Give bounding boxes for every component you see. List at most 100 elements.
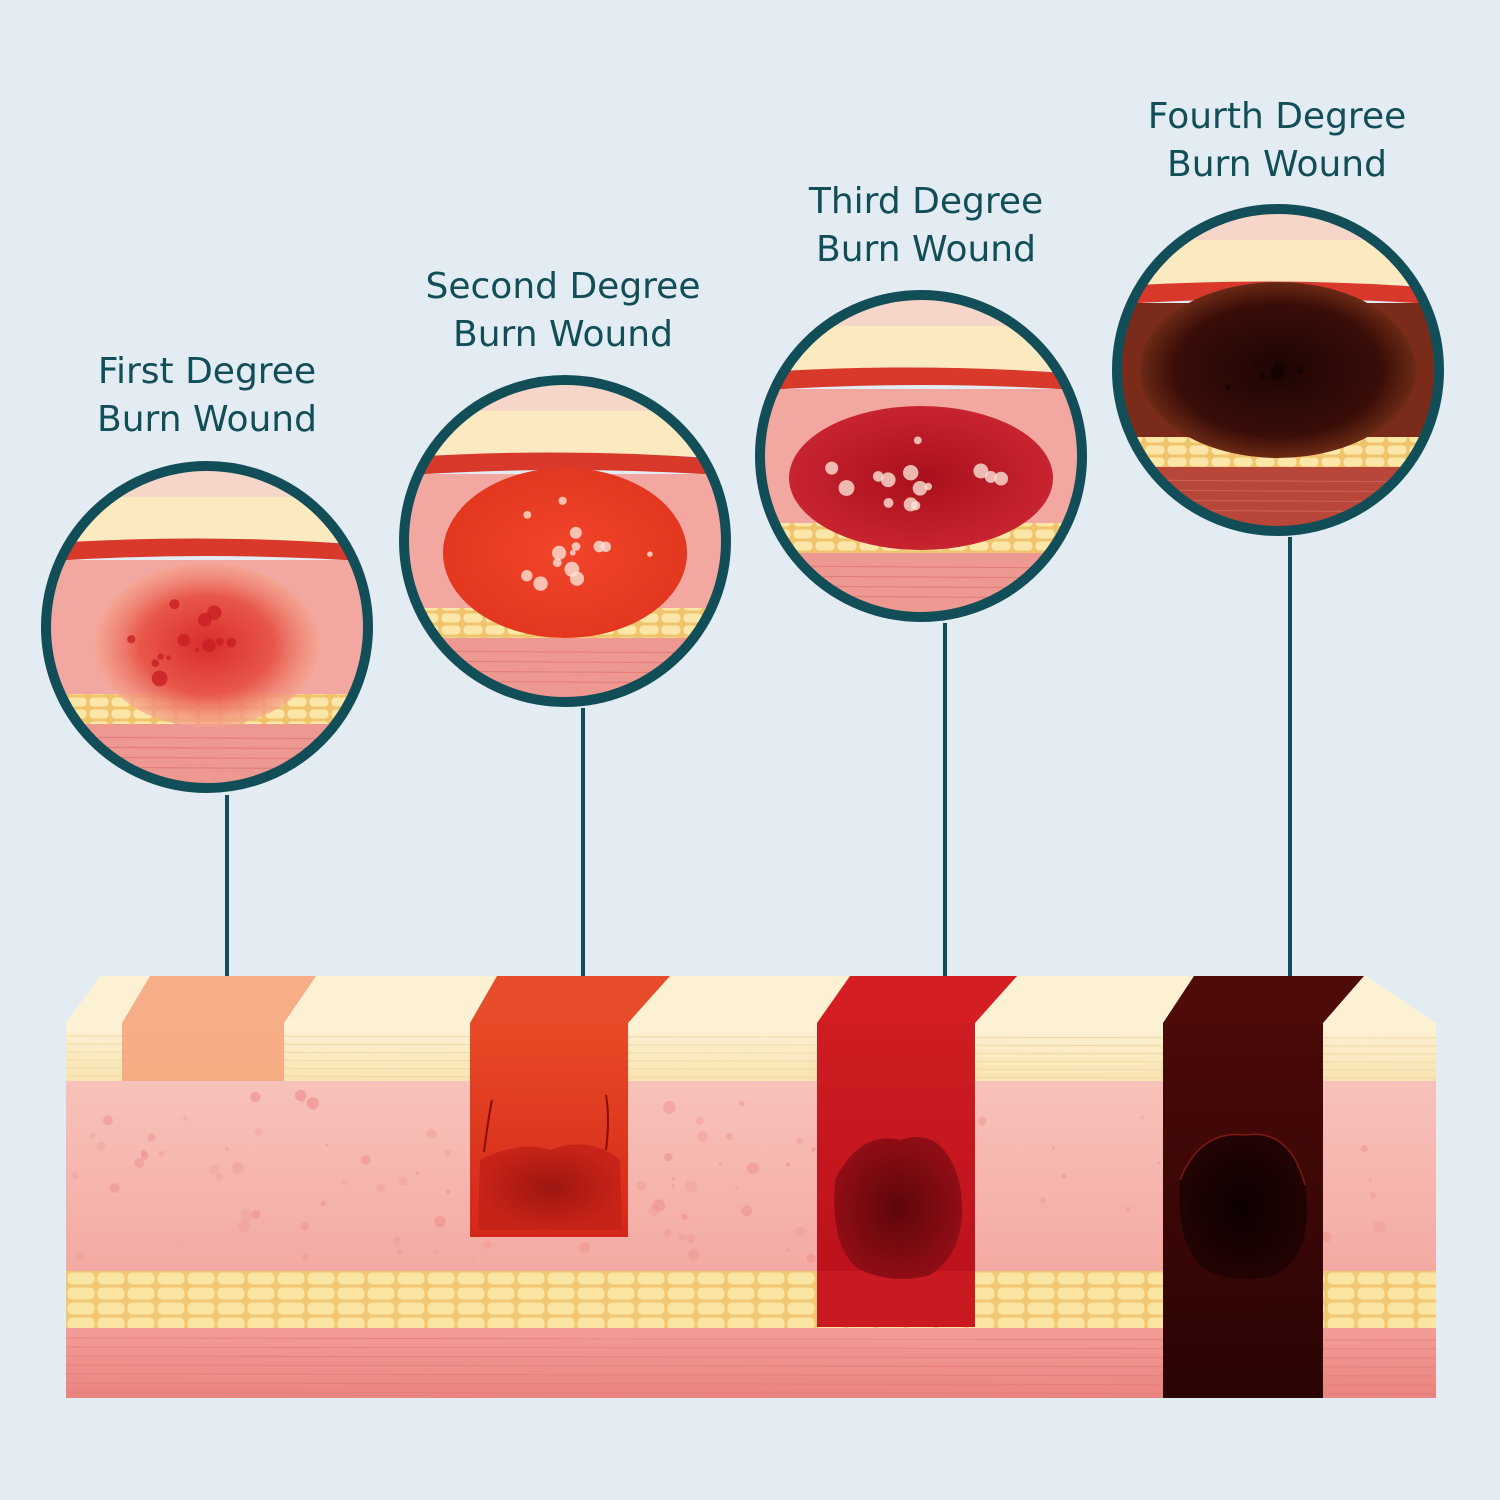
burn-column-third-fat [817, 1271, 975, 1327]
dermis-dot [91, 1133, 96, 1138]
dermis-dot [1061, 1173, 1067, 1179]
wound-texture-spot [883, 498, 894, 508]
dermis-dot [671, 1184, 675, 1188]
dermis-dot [102, 1115, 113, 1126]
dermis-dot [684, 1180, 697, 1193]
dermis-dot [71, 1171, 79, 1180]
dermis-dot [231, 1162, 245, 1175]
dermis-dot [739, 1100, 745, 1107]
dermis-dot [977, 1116, 987, 1126]
dermis-dot [147, 1133, 156, 1142]
wound-texture-spot [202, 638, 216, 653]
dermis-dot [1040, 1197, 1046, 1204]
dermis-dot [306, 1097, 320, 1110]
dermis-dot [320, 1200, 326, 1207]
burn-column-third-top [817, 976, 1017, 1023]
dermis-dot [444, 1150, 451, 1157]
burn-column-second-top [470, 976, 670, 1023]
wound-texture-spot [194, 647, 200, 653]
label-fourth-degree-line2: Burn Wound [1167, 144, 1387, 185]
dermis-dot [747, 1162, 759, 1175]
wound-texture-spot [872, 471, 884, 482]
dermis-dot [251, 1210, 261, 1219]
dermis-dot [140, 1149, 147, 1157]
label-third-degree-line1: Third Degree [808, 181, 1044, 222]
dermis-dot [786, 1248, 790, 1253]
crater-rim [1179, 1133, 1306, 1186]
wound-texture-spot [903, 465, 919, 481]
wound-texture-spot [169, 599, 180, 610]
wound-texture-spot [166, 655, 171, 660]
dermis-dot [811, 1147, 816, 1152]
dermis-dot [445, 1189, 451, 1194]
wound-texture-spot [558, 496, 567, 505]
dermis-dot [216, 1173, 224, 1181]
dermis-dot [579, 1241, 591, 1253]
magnified-view-ring [1112, 204, 1444, 536]
dermis-dot [664, 1153, 673, 1162]
wound-texture-spot [151, 670, 168, 687]
burn-column-first-top [122, 976, 316, 1023]
wound-texture-spot [994, 471, 1008, 486]
wound-texture-spot [564, 561, 580, 577]
dermis-dot [726, 1132, 733, 1140]
wound-texture-spot [647, 551, 653, 557]
wound-texture-spot [838, 480, 855, 496]
wound-texture-spot [825, 461, 839, 475]
magnified-view-ring [399, 375, 731, 707]
dermis-dot [295, 1089, 307, 1102]
wound-texture-spot [903, 497, 918, 512]
wound-texture-spot [197, 613, 212, 627]
wound-texture-spot [1259, 373, 1266, 380]
burn-crater-third [834, 1137, 962, 1279]
dermis-dot [735, 1185, 740, 1190]
burn-column-third [817, 976, 1017, 1327]
dermis-dot [325, 1143, 329, 1147]
dermis-dot [648, 1205, 660, 1216]
wound-texture-spot [569, 549, 576, 556]
dermis-dot [718, 1161, 722, 1165]
label-first-degree-line1: First Degree [97, 351, 317, 392]
burn-column-second [470, 976, 670, 1237]
dermis-dot [652, 1199, 666, 1212]
dermis-dot [785, 1162, 791, 1167]
dermis-dot [681, 1213, 688, 1221]
label-third-degree-line2: Burn Wound [816, 229, 1036, 270]
wound-texture-spot [226, 637, 237, 648]
magnified-view-second [399, 375, 731, 707]
wound-texture-spot [157, 653, 164, 660]
label-third-degree: Third Degree Burn Wound [736, 178, 1116, 274]
dermis-dot [686, 1234, 696, 1244]
dermis-dot [663, 1229, 672, 1238]
dermis-dot [209, 1164, 220, 1176]
burn-column-first [122, 976, 316, 1081]
dermis-dot [678, 1233, 687, 1242]
dermis-dot [254, 1128, 263, 1136]
layer-blood-vessel [760, 367, 1082, 391]
dermis-dot [1052, 1146, 1056, 1150]
dermis-dot [636, 1180, 646, 1191]
dermis-dot [177, 1238, 182, 1243]
dermis-dot [75, 1251, 85, 1261]
dermis-dot [663, 1101, 676, 1114]
dermis-dot [397, 1248, 403, 1255]
wound-texture-spot [571, 542, 581, 551]
dermis-dot [1156, 1161, 1161, 1165]
label-second-degree-line2: Burn Wound [453, 314, 673, 355]
wound-texture-spot [177, 633, 191, 647]
dermis-dot [1139, 1115, 1145, 1120]
dermis-dot [342, 1179, 349, 1186]
label-fourth-degree-line1: Fourth Degree [1147, 96, 1407, 137]
burn-crater-fourth [1179, 1134, 1307, 1279]
dermis-dot [300, 1221, 309, 1231]
layer-blood-vessel [404, 452, 726, 476]
wound-texture-spot [151, 659, 160, 667]
dermis-dot [1125, 1206, 1131, 1212]
wound-texture-spot [913, 436, 922, 445]
dermis-dot [1321, 1231, 1332, 1243]
burn-column-first-face [122, 1023, 284, 1081]
dermis-dot [806, 1253, 816, 1264]
dermis-dot [741, 1205, 753, 1217]
wound-texture-spot [127, 635, 136, 644]
